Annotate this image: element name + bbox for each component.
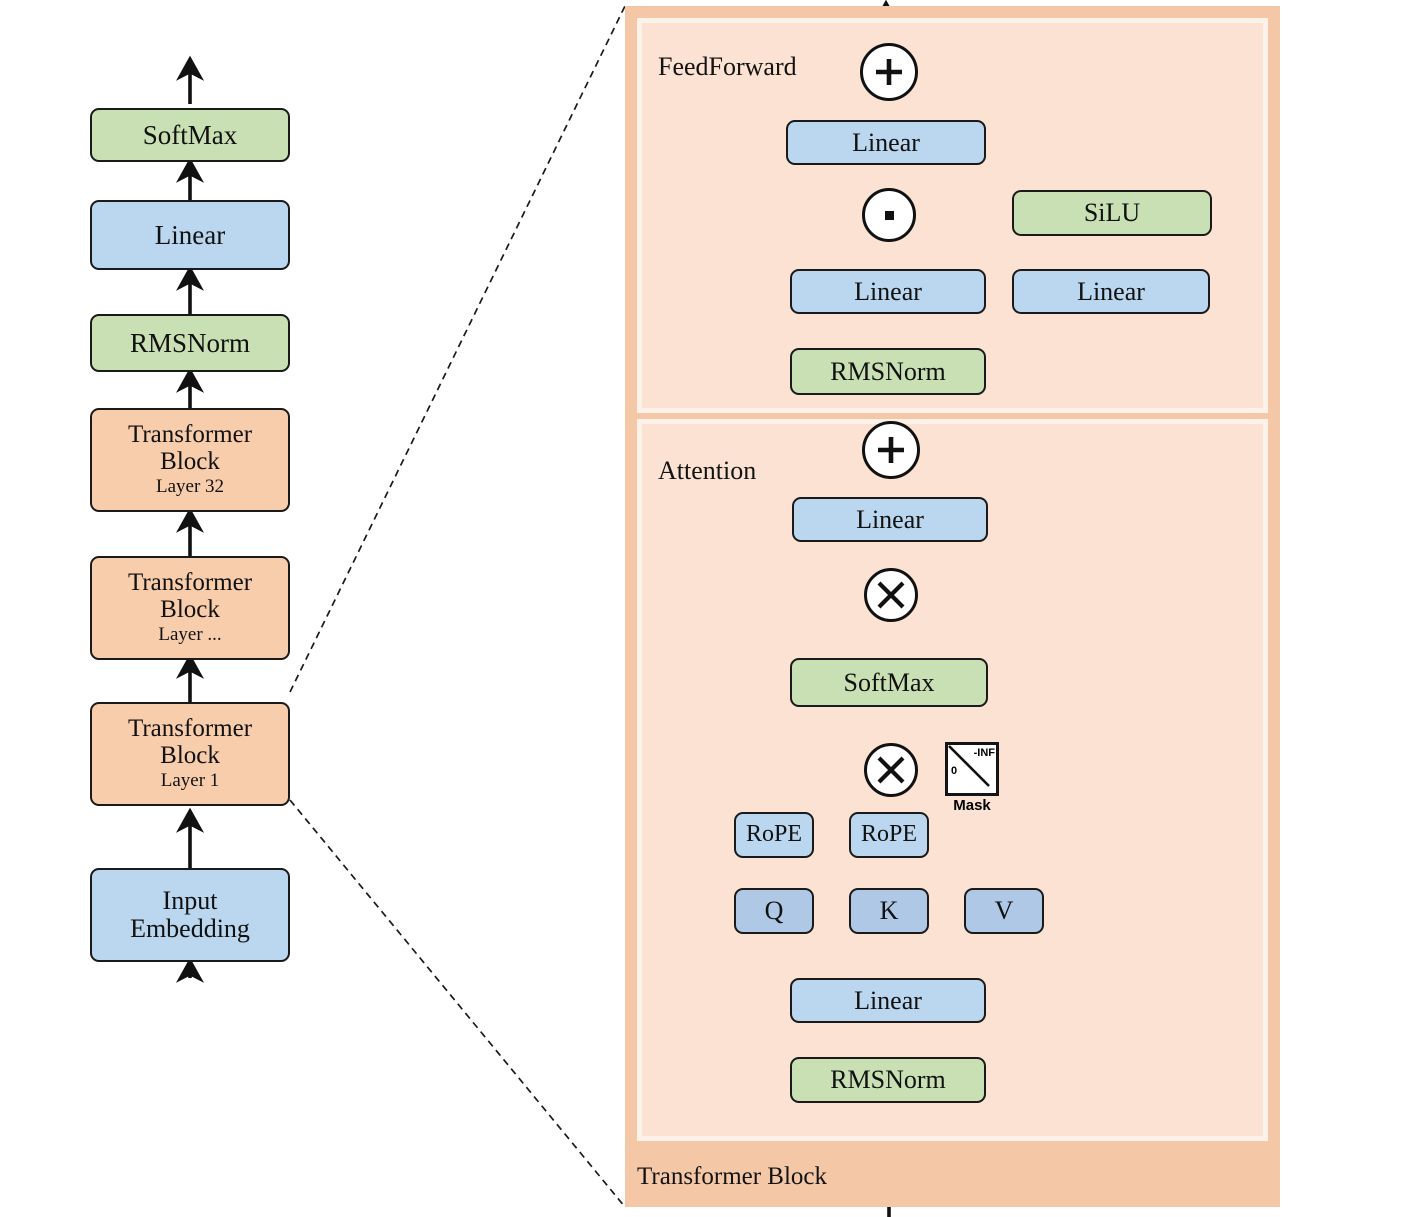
op-add-feedforward[interactable] [860,43,918,101]
node-label: Q [764,896,784,926]
attn-softmax[interactable]: SoftMax [790,658,988,707]
container-label: Transformer Block [637,1163,828,1190]
node-label: RMSNorm [830,356,946,386]
mask-diagonal [948,745,990,787]
op-matmul-scores-values[interactable] [864,568,918,622]
multiply-icon [877,581,905,609]
dot-icon [884,210,894,220]
node-transformer-block-dots[interactable]: Transformer Block Layer ... [90,556,290,660]
mask-caption: Mask [953,797,991,814]
node-label: V [994,896,1014,926]
ff-rmsnorm[interactable]: RMSNorm [790,348,986,395]
node-label: Transformer Block [127,421,253,475]
node-label: Linear [856,504,924,534]
node-label: SoftMax [843,667,935,697]
node-label: Linear [154,219,226,250]
zoom-connector-lines [289,5,626,1208]
node-rmsnorm[interactable]: RMSNorm [90,314,290,372]
ff-silu[interactable]: SiLU [1012,190,1212,236]
attn-query[interactable]: Q [734,888,814,934]
node-label: Transformer Block [127,715,253,769]
node-label: SoftMax [142,119,238,150]
node-transformer-block-32[interactable]: Transformer Block Layer 32 [90,408,290,512]
op-add-attention[interactable] [862,421,920,479]
mask-upper-value: -INF [973,747,995,759]
ff-linear-output[interactable]: Linear [786,120,986,165]
causal-mask[interactable]: -INF 0 Mask [945,742,999,814]
attn-rope-query[interactable]: RoPE [734,812,814,858]
node-label: Linear [854,985,922,1015]
node-sublabel: Layer ... [158,624,222,646]
node-sublabel: Layer 1 [160,770,220,792]
op-matmul-query-key[interactable] [864,743,918,797]
attn-linear-qkv[interactable]: Linear [790,978,986,1023]
op-elementwise-multiply[interactable] [862,188,916,242]
node-label: Input Embedding [130,886,250,943]
node-label: Linear [852,127,920,157]
mask-lower-value: 0 [951,765,958,777]
node-transformer-block-1[interactable]: Transformer Block Layer 1 [90,702,290,806]
node-label: Linear [1077,276,1145,306]
node-linear[interactable]: Linear [90,200,290,270]
plus-icon [878,437,904,463]
attn-key[interactable]: K [849,888,929,934]
ff-linear-up[interactable]: Linear [1012,269,1210,314]
node-label: SiLU [1083,198,1141,228]
node-sublabel: Layer 32 [155,476,225,498]
node-label: RMSNorm [129,327,251,358]
mask-icon: -INF 0 [945,742,999,796]
node-label: RoPE [860,821,917,848]
node-label: Linear [854,276,922,306]
feedforward-label: FeedForward [658,52,797,81]
attn-rope-key[interactable]: RoPE [849,812,929,858]
ff-linear-gate[interactable]: Linear [790,269,986,314]
node-input-embedding[interactable]: Input Embedding [90,868,290,962]
plus-icon [876,59,902,85]
attn-linear-output[interactable]: Linear [792,497,988,542]
attention-label: Attention [658,456,757,485]
attn-value[interactable]: V [964,888,1044,934]
node-label: RMSNorm [830,1065,946,1095]
node-label: K [879,896,899,926]
node-label: RoPE [745,821,802,848]
node-softmax[interactable]: SoftMax [90,108,290,162]
node-label: Transformer Block [127,569,253,623]
attn-rmsnorm[interactable]: RMSNorm [790,1057,986,1103]
multiply-icon [877,756,905,784]
